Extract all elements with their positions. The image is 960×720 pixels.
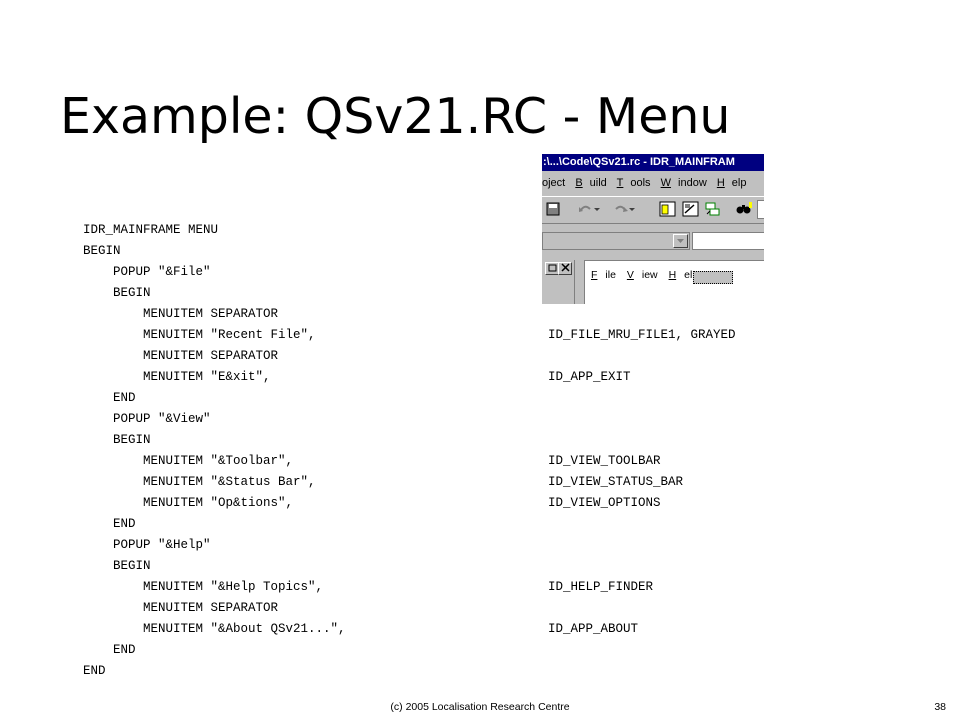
- code-statement: MENUITEM "Op&tions",: [83, 496, 294, 510]
- code-statement: MENUITEM "Recent File",: [83, 328, 316, 342]
- code-statement: END: [83, 391, 136, 405]
- code-command-id: ID_APP_EXIT: [548, 370, 631, 384]
- undo-icon[interactable]: [577, 201, 601, 217]
- code-command-id: ID_FILE_MRU_FILE1, GRAYED: [548, 328, 736, 342]
- code-statement: MENUITEM "&About QSv21...",: [83, 622, 346, 636]
- menu-project[interactable]: oject: [542, 177, 566, 189]
- code-statement: BEGIN: [83, 559, 151, 573]
- restore-icon[interactable]: [545, 262, 559, 275]
- code-statement: MENUITEM SEPARATOR: [83, 601, 279, 615]
- code-line: IDR_MAINFRAME MENU: [83, 220, 346, 241]
- code-line: MENUITEM "Op&tions", ID_VIEW_OPTIONS: [83, 493, 661, 514]
- code-line: MENUITEM SEPARATOR: [83, 346, 346, 367]
- code-statement: END: [83, 664, 106, 678]
- code-statement: IDR_MAINFRAME MENU: [83, 223, 219, 237]
- code-statement: MENUITEM SEPARATOR: [83, 349, 279, 363]
- workspace-icon[interactable]: [659, 201, 676, 217]
- chevron-down-icon[interactable]: [673, 234, 688, 248]
- code-statement: MENUITEM "&Toolbar",: [83, 454, 294, 468]
- code-command-id: ID_VIEW_TOOLBAR: [548, 454, 661, 468]
- code-line: MENUITEM "&Help Topics", ID_HELP_FINDER: [83, 577, 653, 598]
- code-statement: MENUITEM "E&xit",: [83, 370, 271, 384]
- code-line: BEGIN: [83, 556, 346, 577]
- code-line: MENUITEM "&Toolbar", ID_VIEW_TOOLBAR: [83, 451, 661, 472]
- code-line: END: [83, 514, 346, 535]
- embedded-ide-screenshot: :\...\Code\QSv21.rc - IDR_MAINFRAM oject…: [542, 154, 764, 304]
- code-statement: MENUITEM "&Status Bar",: [83, 475, 316, 489]
- member-combo[interactable]: [692, 232, 764, 250]
- code-line: MENUITEM "&About QSv21...", ID_APP_ABOUT: [83, 619, 638, 640]
- code-line: END: [83, 661, 346, 682]
- class-combo[interactable]: [542, 232, 690, 250]
- code-line: MENUITEM "E&xit", ID_APP_EXIT: [83, 367, 631, 388]
- code-statement: POPUP "&Help": [83, 538, 211, 552]
- find-in-files-icon[interactable]: [735, 201, 752, 217]
- code-line: MENUITEM "Recent File", ID_FILE_MRU_FILE1…: [83, 325, 736, 346]
- code-statement: MENUITEM "&Help Topics",: [83, 580, 324, 594]
- page-number: 38: [934, 701, 946, 713]
- code-line: END: [83, 640, 346, 661]
- slide-footer: (c) 2005 Localisation Research Centre: [390, 701, 570, 713]
- code-statement: BEGIN: [83, 244, 121, 258]
- code-command-id: ID_VIEW_STATUS_BAR: [548, 475, 684, 489]
- output-icon[interactable]: [682, 201, 699, 217]
- save-icon[interactable]: [545, 201, 562, 217]
- code-line: POPUP "&File": [83, 262, 346, 283]
- redo-icon[interactable]: [612, 201, 636, 217]
- code-statement: BEGIN: [83, 286, 151, 300]
- code-statement: POPUP "&File": [83, 265, 211, 279]
- slide-title: Example: QSv21.RC - Menu: [60, 88, 731, 145]
- code-statement: POPUP "&View": [83, 412, 211, 426]
- code-statement: END: [83, 517, 136, 531]
- code-line: BEGIN: [83, 283, 346, 304]
- code-command-id: ID_VIEW_OPTIONS: [548, 496, 661, 510]
- code-line: POPUP "&Help": [83, 535, 346, 556]
- rc-code-listing: IDR_MAINFRAME MENU BEGIN POPUP "&File" BE…: [83, 220, 736, 682]
- code-command-id: ID_APP_ABOUT: [548, 622, 639, 636]
- toolbar-combo-edge[interactable]: [757, 200, 764, 219]
- code-line: BEGIN: [83, 430, 346, 451]
- code-statement: MENUITEM SEPARATOR: [83, 307, 279, 321]
- close-icon[interactable]: [558, 262, 572, 275]
- windows-icon[interactable]: [704, 201, 721, 217]
- code-line: MENUITEM "&Status Bar", ID_VIEW_STATUS_BA…: [83, 472, 683, 493]
- code-line: MENUITEM SEPARATOR: [83, 304, 346, 325]
- ide-toolbar: [542, 196, 764, 224]
- workspace-pane: [542, 260, 575, 304]
- code-statement: END: [83, 643, 136, 657]
- code-command-id: ID_HELP_FINDER: [548, 580, 654, 594]
- code-line: POPUP "&View": [83, 409, 346, 430]
- code-line: BEGIN: [83, 241, 346, 262]
- code-line: END: [83, 388, 346, 409]
- code-statement: BEGIN: [83, 433, 151, 447]
- window-title: :\...\Code\QSv21.rc - IDR_MAINFRAM: [542, 154, 764, 171]
- class-combo-row: [542, 230, 764, 252]
- code-line: MENUITEM SEPARATOR: [83, 598, 346, 619]
- new-item-placeholder[interactable]: [693, 271, 733, 284]
